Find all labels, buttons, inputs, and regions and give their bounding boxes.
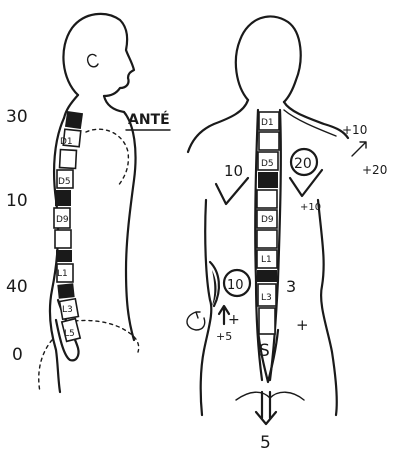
head-outline <box>63 14 134 96</box>
shoulder-arrow <box>352 142 366 156</box>
back-right-shoulder-inner <box>284 110 336 136</box>
plus-10-label: +10 <box>300 202 321 213</box>
ante-label: ANTÉ <box>128 111 170 128</box>
back-view-figure: D1 D5 D9 L1 L3 S 10 20 +10 +10 +20 10 3 … <box>187 16 387 453</box>
plus-sign-left: + <box>228 312 240 328</box>
back-right-side <box>318 200 337 415</box>
side-mark: D1 <box>60 137 73 147</box>
back-vertebra <box>259 132 279 150</box>
back-vertebra <box>257 230 277 248</box>
side-scale-value: 30 <box>6 107 28 127</box>
rotation-arrow <box>187 312 205 330</box>
shoulder-left-value: 10 <box>224 162 243 180</box>
shoulder-right-value: +20 <box>362 163 387 177</box>
side-mark: D5 <box>58 177 71 187</box>
back-mark: D5 <box>261 159 274 169</box>
back-left-side <box>201 200 212 415</box>
rotation-value: +5 <box>216 330 232 343</box>
side-vertebra <box>55 230 71 248</box>
side-scale-value: 0 <box>12 345 23 365</box>
side-vertebra <box>65 111 83 129</box>
back-vertebra <box>259 308 275 334</box>
leg-dotted-contour <box>39 340 52 392</box>
back-right-shoulder <box>284 102 348 138</box>
shoulder-right-value: +10 <box>342 123 367 137</box>
check-mark-left <box>216 178 248 204</box>
side-scale-value: 40 <box>6 277 28 297</box>
side-mark: L3 <box>62 305 73 315</box>
back-mark: L3 <box>261 293 272 303</box>
back-mark: D1 <box>261 118 274 128</box>
side-mark: L5 <box>64 329 75 339</box>
torso-front-line <box>124 112 136 340</box>
side-scale-value: 10 <box>6 191 28 211</box>
circled-value: 20 <box>294 156 312 172</box>
back-vertebra <box>257 270 277 282</box>
back-vertebra <box>258 172 278 188</box>
hip-value: 3 <box>286 277 296 296</box>
arm-dotted-contour <box>86 129 128 186</box>
side-vertebra <box>57 283 74 299</box>
neck-front-line <box>104 96 124 112</box>
circled-value: 10 <box>227 278 244 293</box>
back-vertebra <box>257 190 277 208</box>
down-arrow <box>256 392 276 424</box>
back-mark: D9 <box>261 215 274 225</box>
back-mark: L1 <box>261 255 272 265</box>
back-head-outline <box>236 16 301 102</box>
side-mark: D9 <box>56 215 69 225</box>
side-vertebra <box>60 150 77 169</box>
bottom-value: 5 <box>260 433 271 453</box>
back-left-shoulder <box>188 100 248 152</box>
side-vertebra <box>55 190 71 206</box>
sacrum-label: S <box>259 341 270 361</box>
side-view-figure: D1 D5 D9 L1 L3 L5 30 10 40 0 ANTÉ <box>6 14 170 392</box>
ear-outline <box>88 54 98 66</box>
side-vertebra <box>56 250 72 262</box>
plus-sign-right: + <box>296 316 309 334</box>
side-mark: L1 <box>57 269 68 279</box>
